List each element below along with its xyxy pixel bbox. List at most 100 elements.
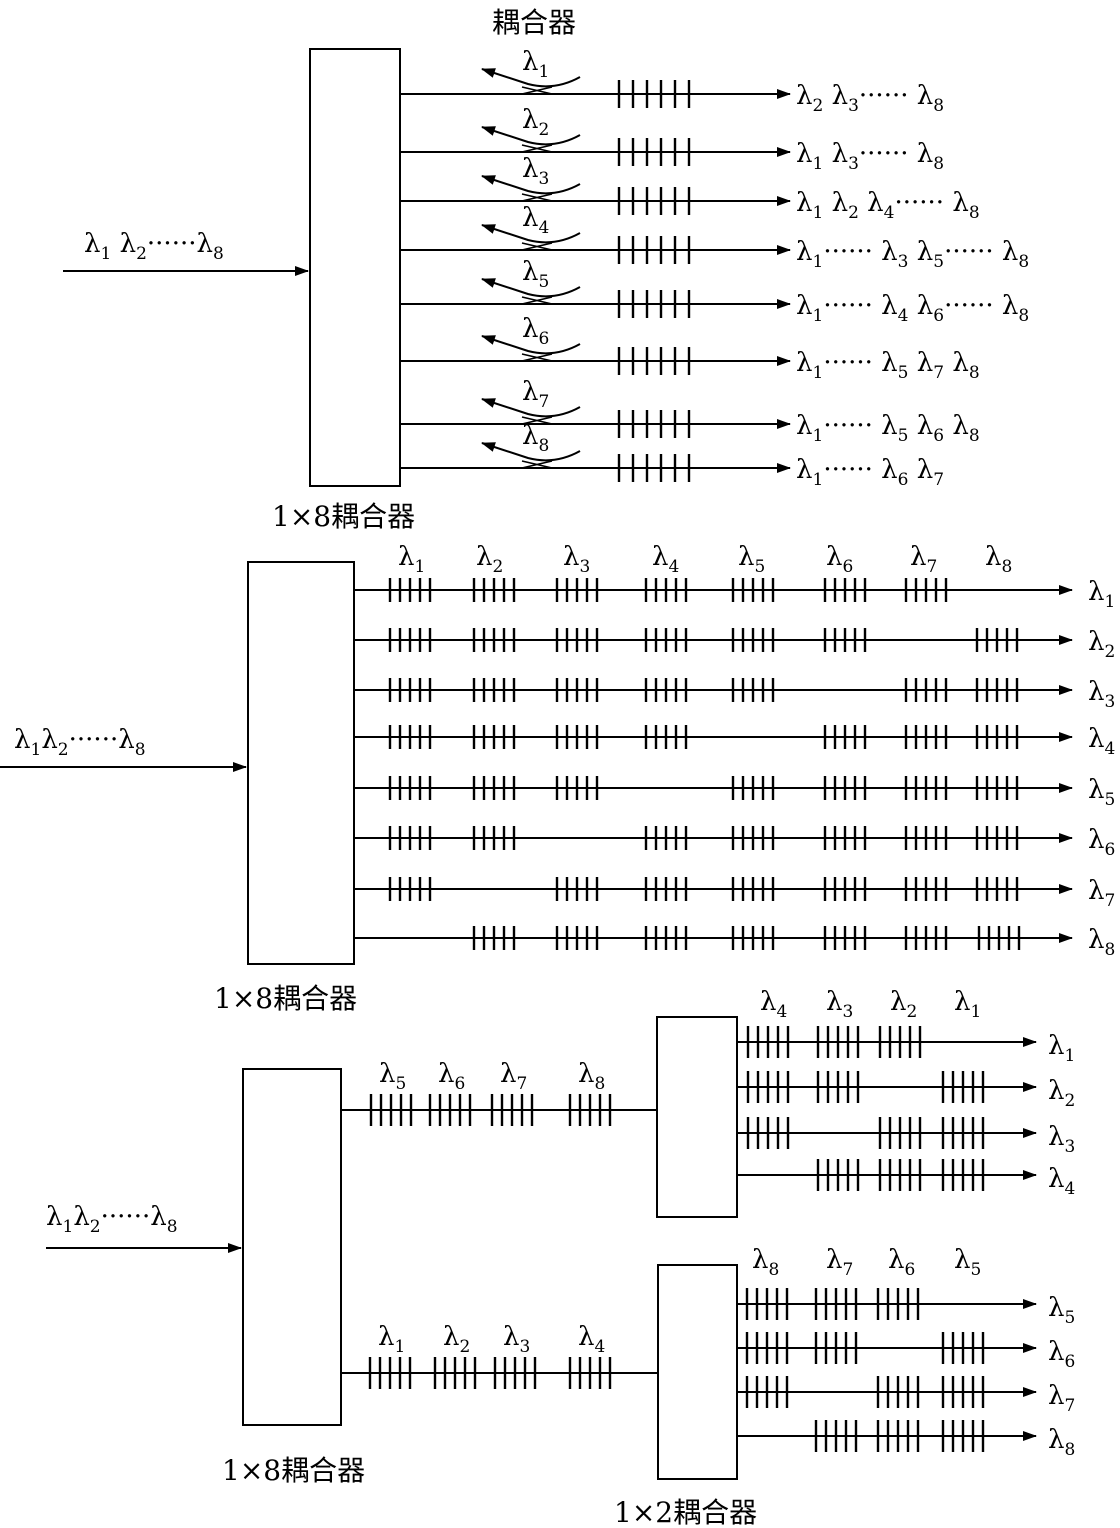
panel-c-lower-1x2-coupler-box [657, 1264, 738, 1480]
panel-b-row: λ4​ [354, 724, 1115, 759]
panel-b-grating [555, 725, 599, 749]
panel-b-grating [555, 776, 599, 800]
panel-c-branch-label: λ5​ [379, 1059, 406, 1094]
panel-a-coupler-element [521, 353, 553, 362]
panel-b-row: λ2​ [354, 627, 1115, 662]
panel-c-grating [745, 1332, 789, 1364]
panel-b-grating [388, 628, 432, 652]
panel-c-grating [816, 1159, 860, 1191]
panel-a-coupler-element [521, 242, 553, 251]
panel-a-row: λ4​λ1​······ λ3​ λ5​······ λ8​ [400, 203, 1029, 272]
panel-a-row: λ3​λ1​ λ2​ λ4​······ λ8​ [400, 154, 980, 223]
panel-b-grating [904, 578, 948, 602]
panel-a-row: λ1​λ2​ λ3​······ λ8​ [400, 47, 944, 116]
panel-a-drop-arrow [481, 224, 581, 244]
panel-c-upper-branch: λ5​λ6​λ7​λ8​ [341, 1059, 657, 1126]
panel-a-grating [617, 410, 691, 438]
panel-b-grating [731, 776, 775, 800]
panel-a-dropped-label: λ6​ [522, 314, 549, 349]
panel-b-grating [731, 826, 775, 850]
panel-c-grating [746, 1026, 790, 1058]
panel-b-output-label: λ1​ [1088, 577, 1115, 612]
panel-b-grating [823, 578, 867, 602]
panel-c-upper-1x2-coupler-box [656, 1016, 738, 1218]
panel-b-grating [555, 628, 599, 652]
panel-c-grating [878, 1117, 922, 1149]
panel-a-coupler-element [521, 144, 553, 153]
panel-c-branch-label: λ6​ [438, 1059, 465, 1094]
panel-c-grating [876, 1376, 920, 1408]
panel-a-coupler-box [309, 48, 401, 487]
panel-a-dropped-label: λ2​ [522, 105, 549, 140]
panel-b-grating [555, 678, 599, 702]
panel-b-column-label: λ8​ [985, 542, 1012, 577]
panel-a-coupler-element [521, 416, 553, 425]
panel-b-grating [904, 926, 948, 950]
panel-c-output-row: λ7​ [737, 1376, 1075, 1416]
panel-a-row: λ2​λ1​ λ3​······ λ8​ [400, 105, 944, 174]
panel-b-grating [731, 877, 775, 901]
panel-b-grating [644, 578, 688, 602]
panel-c-1x8-caption: 1×8耦合器 [222, 1454, 365, 1487]
panel-a-input-label: λ1​ λ2​······λ8​ [84, 229, 224, 264]
panel-b-grating [644, 725, 688, 749]
panel-b-grating [472, 826, 516, 850]
panel-b-column-label: λ7​ [910, 542, 937, 577]
panel-a-drop-arrow [481, 278, 581, 298]
panel-a-grating [617, 454, 691, 482]
panel-c-output-label: λ5​ [1048, 1293, 1075, 1328]
panel-b-grating [823, 776, 867, 800]
panel-b-output-label: λ8​ [1088, 925, 1115, 960]
panel-a-dropped-label: λ3​ [522, 154, 549, 189]
panel-b-grating [472, 678, 516, 702]
panel-c-grating [746, 1071, 790, 1103]
panel-c-branch-grating [490, 1094, 534, 1126]
panel-b-grating [472, 926, 516, 950]
panel-a-grating [617, 236, 691, 264]
panel-a-output-label: λ1​······ λ4​ λ6​······ λ8​ [796, 291, 1029, 326]
panel-b: λ1​λ2​······λ8​ 1×8耦合器 λ1​λ2​λ3​λ4​λ5​λ6… [0, 542, 1115, 1015]
panel-c-grating [941, 1117, 985, 1149]
panel-c-branch-label: λ7​ [500, 1059, 527, 1094]
panel-c-gratings: λ5​λ6​λ7​λ8​λ1​λ2​λ3​λ4​λ4​λ3​λ2​λ1​λ1​λ… [341, 987, 1075, 1460]
panel-b-grating [644, 926, 688, 950]
panel-b-grating [975, 678, 1019, 702]
panel-c-output-row: λ5​ [737, 1288, 1075, 1328]
panel-b-grating [644, 628, 688, 652]
panel-b-grating [975, 628, 1019, 652]
panel-c-output-row: λ4​ [737, 1159, 1075, 1199]
panel-b-grating [731, 628, 775, 652]
panel-a-grating [617, 187, 691, 215]
panel-b-grating [975, 776, 1019, 800]
panel-b-grating [823, 926, 867, 950]
panel-b-grating [823, 877, 867, 901]
panel-a-grating [617, 138, 691, 166]
panel-c-column-label: λ1​ [954, 987, 981, 1022]
panel-b-row: λ5​ [354, 775, 1115, 810]
panel-c-output-label: λ1​ [1048, 1031, 1075, 1066]
panel-a-coupler-element [521, 296, 553, 305]
panel-c-column-label: λ5​ [954, 1245, 981, 1280]
panel-b-grating [977, 926, 1021, 950]
panel-c-output-row: λ6​ [737, 1332, 1075, 1372]
panel-a-dropped-label: λ5​ [522, 257, 549, 292]
panel-c-branch-grating [568, 1094, 612, 1126]
panel-a-row: λ7​λ1​······ λ5​ λ6​ λ8​ [400, 377, 980, 446]
panel-a-dropped-label: λ1​ [522, 47, 549, 82]
panel-a-dropped-label: λ4​ [522, 203, 549, 238]
panel-b-grating [644, 678, 688, 702]
panel-c-grating [816, 1026, 860, 1058]
panel-a-drop-arrow [481, 175, 581, 195]
panel-c-grating [941, 1332, 985, 1364]
panel-c-grating [814, 1420, 858, 1452]
panel-a-element-caption: 耦合器 [492, 6, 576, 39]
panel-b-grating [555, 926, 599, 950]
panel-b-input-label: λ1​λ2​······λ8​ [14, 725, 146, 760]
panel-a-row: λ8​λ1​······ λ6​ λ7​ [400, 421, 944, 490]
panel-a-row: λ5​ λ1​······ λ4​ λ6​······ λ8​ [400, 257, 1029, 326]
panel-c-output-label: λ2​ [1048, 1076, 1075, 1111]
panel-b-column-label: λ3​ [563, 542, 590, 577]
panel-b-grating [472, 628, 516, 652]
panel-c: λ1​λ2​······λ8​ 1×8耦合器 1×2耦合器 λ5​λ6​λ7​λ… [46, 987, 1075, 1528]
panel-a-grating [617, 290, 691, 318]
